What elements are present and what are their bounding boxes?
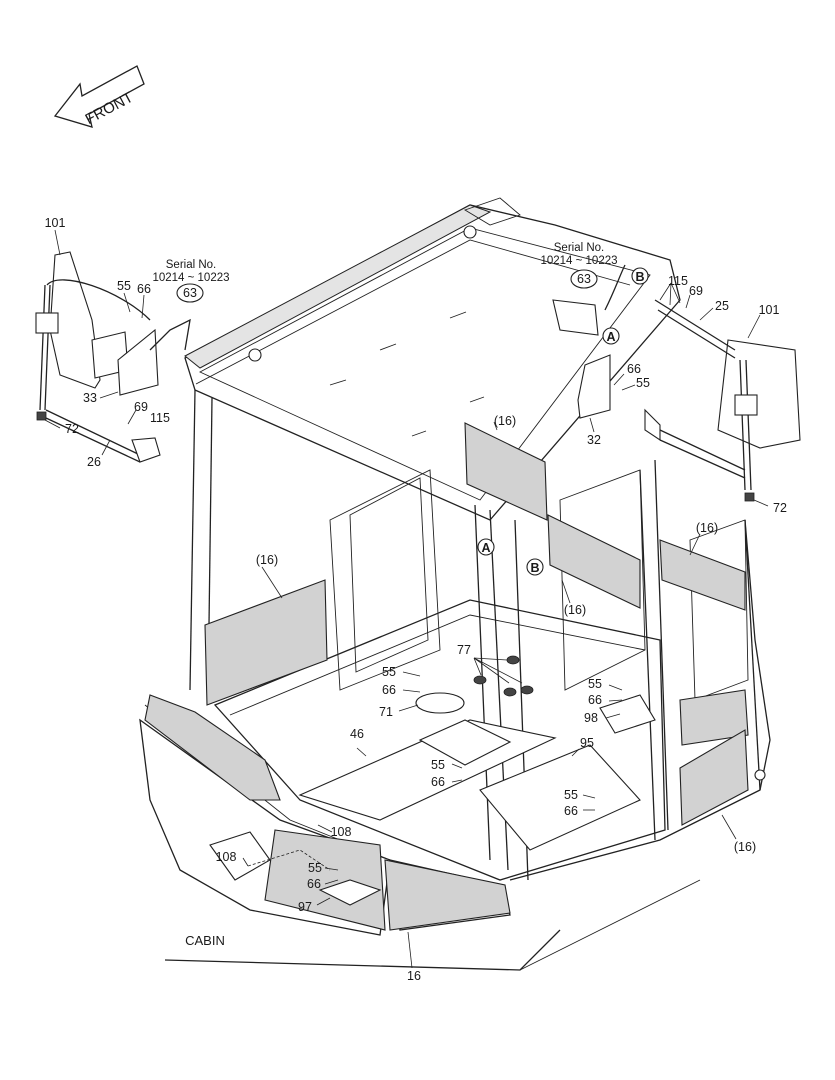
serial-right-line1: Serial No. <box>554 242 605 254</box>
panel-br-upper <box>679 689 749 746</box>
floor-plates <box>209 692 656 906</box>
callout-101-left: 101 <box>45 216 66 230</box>
callout-25: 25 <box>715 299 729 313</box>
serial-right-ref: 63 <box>577 272 591 286</box>
mirror-left <box>49 251 101 389</box>
callout-16-br: (16) <box>734 840 756 854</box>
marker-a-cab <box>477 538 495 556</box>
plate-95 <box>479 744 641 851</box>
panel-right <box>659 539 746 611</box>
grommets-77 <box>473 655 534 697</box>
callout-16-left: (16) <box>256 553 278 567</box>
plate-98 <box>599 694 656 734</box>
callout-98: 98 <box>584 711 598 725</box>
panel-front-center <box>264 829 386 931</box>
callout-66-tl: 66 <box>137 282 151 296</box>
mirror-right <box>717 339 801 449</box>
callout-72-left: 72 <box>65 422 79 436</box>
work-light-right <box>552 299 599 336</box>
marker-b-top <box>631 267 649 285</box>
callout-55-r: 55 <box>588 677 602 691</box>
callout-numbers: 101 55 66 33 69 115 72 26 115 69 25 101 … <box>45 216 787 983</box>
serial-notes: Serial No. 10214 ~ 10223 Serial No. 1021… <box>152 242 617 284</box>
callout-115-right: 115 <box>668 274 688 288</box>
callout-55-m: 55 <box>431 758 445 772</box>
plate-upper <box>418 719 512 766</box>
callout-66-r: 66 <box>588 693 602 707</box>
callout-16-mid: (16) <box>564 603 586 617</box>
marker-b-top-label: B <box>635 270 644 284</box>
callout-66-m: 66 <box>431 775 445 789</box>
marker-b-cab-label: B <box>530 561 539 575</box>
callout-97: 97 <box>298 900 312 914</box>
callout-26: 26 <box>87 455 101 469</box>
bracket-108 <box>209 831 271 881</box>
marker-a-top-label: A <box>606 330 615 344</box>
front-arrow-label: FRONT <box>83 89 137 128</box>
callout-69-right: 69 <box>689 284 703 298</box>
marker-b-cab <box>526 558 544 576</box>
marker-a-top <box>602 327 620 345</box>
caption-cabin: CABIN <box>185 933 225 948</box>
callout-33: 33 <box>83 391 97 405</box>
callout-55-b: 55 <box>308 861 322 875</box>
callout-46: 46 <box>350 727 364 741</box>
callout-101-right: 101 <box>759 303 780 317</box>
right-mirror-assembly <box>552 264 801 502</box>
callout-95: 95 <box>580 736 594 750</box>
callout-16-top: (16) <box>494 414 516 428</box>
panel-mid <box>547 514 641 609</box>
callout-55-rl: 55 <box>564 788 578 802</box>
callout-71: 71 <box>379 705 393 719</box>
left-mirror-assembly <box>35 251 191 463</box>
callout-77: 77 <box>457 643 471 657</box>
panels-16 <box>144 422 749 931</box>
callout-72-right: 72 <box>773 501 787 515</box>
panel-left <box>204 579 328 706</box>
panel-top <box>464 422 548 521</box>
leader-lines <box>44 229 769 969</box>
panel-br <box>679 729 749 826</box>
callout-16-right: (16) <box>696 521 718 535</box>
circled-markers: 63 63 A B A B <box>176 267 649 576</box>
panel-front-bottom <box>384 859 511 931</box>
callout-55-c: 55 <box>382 665 396 679</box>
panel-front-left <box>144 694 281 801</box>
bracket-32 <box>577 354 611 419</box>
callout-108-a: 108 <box>331 825 352 839</box>
callout-55-tl: 55 <box>117 279 131 293</box>
callout-16-bottom: 16 <box>407 969 421 983</box>
serial-left-circle <box>176 283 204 303</box>
callout-55-tr: 55 <box>636 376 650 390</box>
front-arrow: FRONT <box>53 65 145 128</box>
marker-a-cab-label: A <box>481 541 490 555</box>
plate-97 <box>318 879 382 906</box>
callout-69-left: 69 <box>134 400 148 414</box>
serial-left-line1: Serial No. <box>166 259 217 271</box>
callout-108-b: 108 <box>216 850 237 864</box>
cover-71 <box>415 692 465 714</box>
callout-66-rl: 66 <box>564 804 578 818</box>
serial-left-line2: 10214 ~ 10223 <box>152 272 229 284</box>
callout-66-b: 66 <box>307 877 321 891</box>
callout-115-left: 115 <box>150 411 170 425</box>
serial-left-ref: 63 <box>183 286 197 300</box>
serial-right-circle <box>570 269 598 289</box>
callout-66-c: 66 <box>382 683 396 697</box>
serial-right-line2: 10214 ~ 10223 <box>540 255 617 267</box>
callout-66-tr: 66 <box>627 362 641 376</box>
callout-32: 32 <box>587 433 601 447</box>
